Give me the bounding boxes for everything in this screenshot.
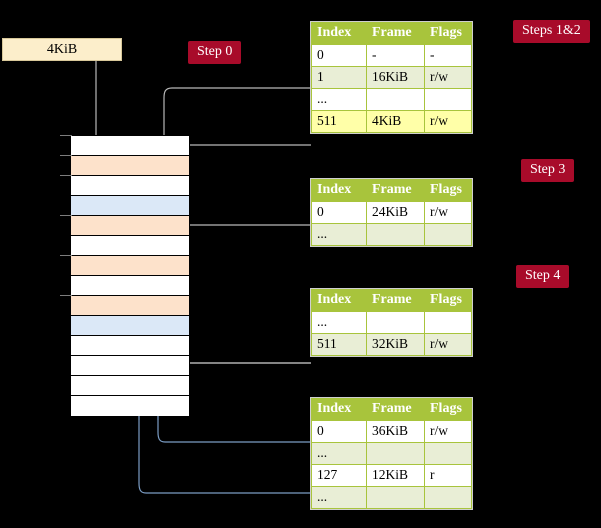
memory-cell-8	[71, 296, 189, 316]
memory-cell-2	[71, 176, 189, 196]
memory-cell-12	[71, 376, 189, 396]
cell-frame: -	[366, 44, 425, 67]
memory-tick-6	[60, 255, 72, 256]
badge-step-4: Step 4	[516, 265, 570, 288]
memory-cell-9	[71, 316, 189, 336]
column-header-index: Index	[311, 289, 367, 312]
memory-cell-3	[71, 196, 189, 216]
cell-flags: r	[424, 464, 472, 487]
cell-flags: r/w	[424, 201, 472, 224]
memory-cell-7	[71, 276, 189, 296]
column-header-flags: Flags	[424, 22, 472, 45]
memory-cell-4	[71, 216, 189, 236]
column-header-frame: Frame	[366, 179, 425, 202]
cell-index: 0	[311, 44, 367, 67]
cell-index: ...	[311, 486, 367, 509]
column-header-frame: Frame	[366, 398, 425, 421]
memory-cell-11	[71, 356, 189, 376]
memory-cell-5	[71, 236, 189, 256]
physical-memory-column	[70, 135, 190, 416]
ram-frame-label: 4KiB	[46, 41, 78, 57]
cell-frame	[366, 88, 425, 111]
cell-flags	[424, 88, 472, 111]
cell-flags	[424, 311, 472, 334]
table-row: 0--	[311, 44, 472, 67]
cell-index: ...	[311, 442, 367, 465]
memory-cell-6	[71, 256, 189, 276]
column-header-flags: Flags	[424, 179, 472, 202]
cell-frame: 12KiB	[366, 464, 425, 487]
cell-frame	[366, 486, 425, 509]
cell-index: 127	[311, 464, 367, 487]
cell-index: 1	[311, 66, 367, 89]
table-end-dot-0	[481, 138, 484, 141]
cell-index: 511	[311, 110, 367, 133]
cell-frame	[366, 223, 425, 246]
table-row: ...	[311, 223, 472, 246]
cell-flags: r/w	[424, 110, 472, 133]
column-header-index: Index	[311, 398, 367, 421]
memory-tick-4	[60, 215, 72, 216]
cell-index: ...	[311, 88, 367, 111]
table-row: ...	[311, 311, 472, 334]
column-header-index: Index	[311, 179, 367, 202]
cell-index: ...	[311, 311, 367, 334]
cell-flags	[424, 486, 472, 509]
memory-tick-0	[60, 135, 72, 136]
cell-flags: r/w	[424, 333, 472, 356]
cell-flags: -	[424, 44, 472, 67]
badge-step-0: Step 0	[188, 41, 242, 64]
memory-tick-2	[60, 175, 72, 176]
cell-flags	[424, 223, 472, 246]
memory-cell-13	[71, 396, 189, 416]
memory-cell-10	[71, 336, 189, 356]
ram-frame-box: 4KiB	[2, 38, 122, 61]
table-row: ...	[311, 88, 472, 111]
cell-index: 511	[311, 333, 367, 356]
cell-frame: 32KiB	[366, 333, 425, 356]
cell-frame: 36KiB	[366, 420, 425, 443]
cell-frame: 16KiB	[366, 66, 425, 89]
column-header-index: Index	[311, 22, 367, 45]
memory-cell-1	[71, 156, 189, 176]
table-row: ...	[311, 486, 472, 509]
badge-steps-1-2: Steps 1&2	[513, 20, 590, 43]
memory-cell-0	[71, 136, 189, 156]
cell-index: 0	[311, 420, 367, 443]
cell-index: 0	[311, 201, 367, 224]
column-header-frame: Frame	[366, 289, 425, 312]
cell-index: ...	[311, 223, 367, 246]
table-end-dot-1	[481, 222, 484, 225]
cell-frame: 4KiB	[366, 110, 425, 133]
memory-tick-8	[60, 295, 72, 296]
badge-step-3: Step 3	[521, 159, 575, 182]
cell-frame	[366, 442, 425, 465]
table-row: ...	[311, 442, 472, 465]
cell-frame: 24KiB	[366, 201, 425, 224]
column-header-flags: Flags	[424, 289, 472, 312]
cell-frame	[366, 311, 425, 334]
column-header-flags: Flags	[424, 398, 472, 421]
column-header-frame: Frame	[366, 22, 425, 45]
cell-flags: r/w	[424, 420, 472, 443]
memory-tick-1	[60, 155, 72, 156]
cell-flags: r/w	[424, 66, 472, 89]
cell-flags	[424, 442, 472, 465]
